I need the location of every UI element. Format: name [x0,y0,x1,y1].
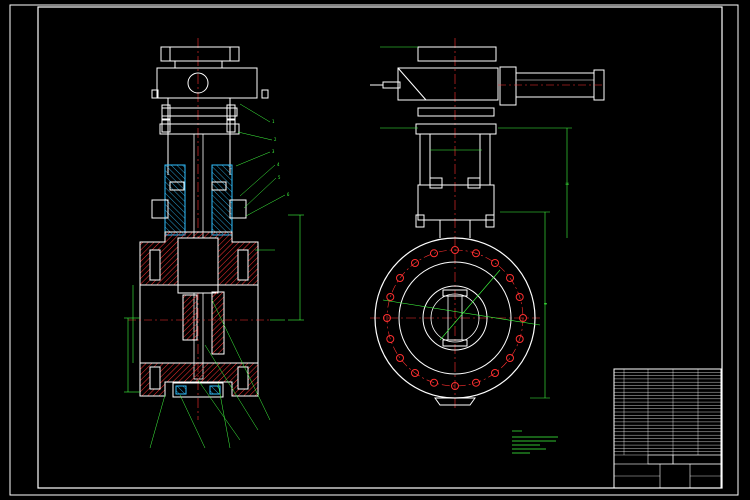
bolt-hole [430,249,438,258]
bolt-hole [506,274,514,282]
svg-text:1: 1 [272,119,275,124]
svg-text:Φ: Φ [543,302,548,305]
bolt-hole [491,369,499,377]
technical-notes [512,430,558,454]
title-block [613,368,722,489]
bolt-hole [519,314,527,322]
side-view: Φ H [370,38,605,410]
bolt-hole [386,335,395,343]
svg-text:2: 2 [274,137,277,142]
svg-text:5: 5 [278,175,281,180]
bolt-hole [411,259,419,267]
svg-text:4: 4 [277,162,280,167]
bolt-hole [451,246,459,254]
svg-text:H: H [565,182,570,185]
outer-border [9,4,739,496]
front-section-view: 1 2 3 4 5 6 [124,38,304,449]
bolt-hole [472,249,480,258]
bolt-hole [383,314,391,322]
bolt-hole [491,259,499,267]
handwheel-hole [187,72,209,94]
bolt-hole [515,293,524,301]
svg-text:6: 6 [287,192,290,197]
bolt-hole [386,293,395,301]
bolt-hole [430,378,438,387]
bolt-hole [396,354,404,362]
bolt-hole [472,378,480,387]
svg-text:3: 3 [272,149,275,154]
bolt-hole [396,274,404,282]
bolt-hole [506,354,514,362]
bolt-hole [451,382,459,390]
inner-border [37,6,723,489]
bolt-hole [411,369,419,377]
bolt-hole [515,335,524,343]
